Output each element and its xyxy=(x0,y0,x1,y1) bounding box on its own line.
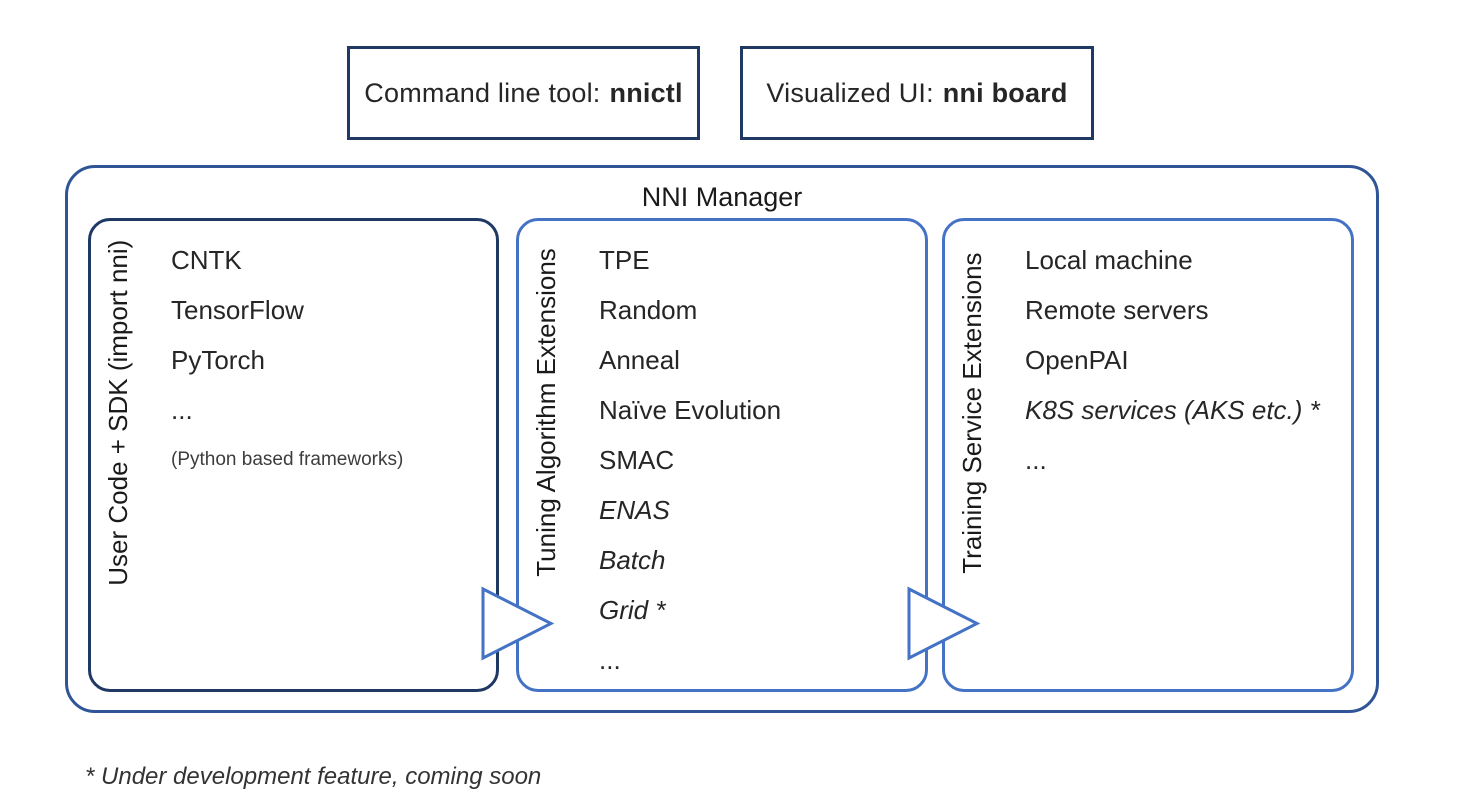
visualized-ui-label: Visualized UI: xyxy=(766,77,934,108)
list-item: ... xyxy=(599,645,621,675)
list-item: Anneal xyxy=(599,345,680,375)
list-item: TensorFlow xyxy=(171,295,304,325)
user-code-sdk-box: User Code + SDK (import nni) CNTK TensorF… xyxy=(88,218,499,692)
tuning-algorithm-extensions-side-label: Tuning Algorithm Extensions xyxy=(531,248,561,578)
list-item: Random xyxy=(599,295,698,325)
list-item: ENAS xyxy=(599,495,670,525)
nni-manager-title: NNI Manager xyxy=(641,182,803,212)
list-item: Grid * xyxy=(599,595,666,625)
list-item: ... xyxy=(171,395,193,425)
command-line-tool-box: Command line tool: nnictl xyxy=(347,46,700,140)
nnictl-label: nnictl xyxy=(609,77,683,108)
training-service-extensions-box: Training Service Extensions Local machin… xyxy=(942,218,1354,692)
list-item: Naïve Evolution xyxy=(599,395,782,425)
visualized-ui-box: Visualized UI: nni board xyxy=(740,46,1094,140)
list-item: OpenPAI xyxy=(1025,345,1129,375)
list-item: ... xyxy=(1025,445,1047,475)
command-line-tool-label: Command line tool: xyxy=(364,77,601,108)
list-item: (Python based frameworks) xyxy=(171,449,404,470)
training-service-extensions-side-label: Training Service Extensions xyxy=(957,252,987,574)
list-item: Batch xyxy=(599,545,666,575)
list-item: SMAC xyxy=(599,445,675,475)
user-code-sdk-side-label: User Code + SDK (import nni) xyxy=(103,239,133,586)
list-item: Remote servers xyxy=(1025,295,1209,325)
list-item: TPE xyxy=(599,245,650,275)
under-development-footnote: * Under development feature, coming soon xyxy=(85,763,542,790)
list-item: Local machine xyxy=(1025,245,1193,275)
list-item: CNTK xyxy=(171,245,242,275)
list-item: PyTorch xyxy=(171,345,265,375)
nni-board-label: nni board xyxy=(942,77,1068,108)
list-item: K8S services (AKS etc.) * xyxy=(1025,395,1320,425)
